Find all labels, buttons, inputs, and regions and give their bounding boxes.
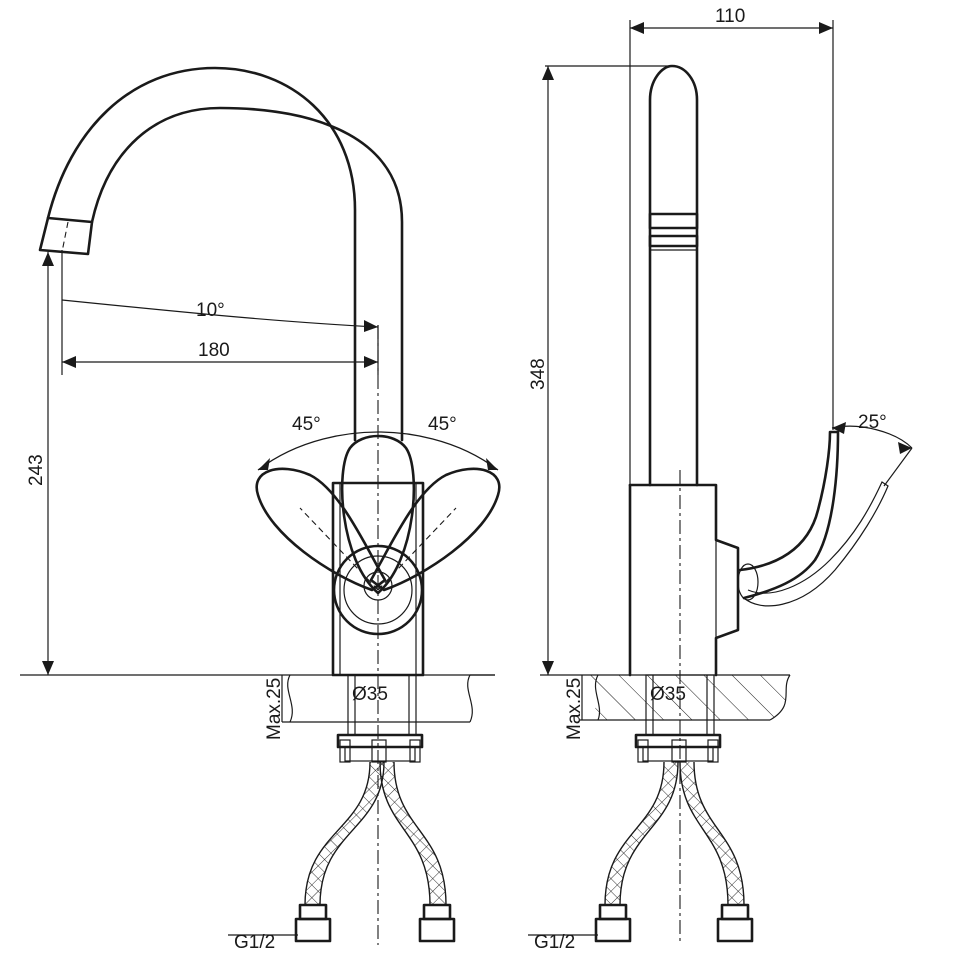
angle-lever-label: 25° bbox=[858, 412, 887, 433]
spout bbox=[38, 66, 404, 442]
handle-ghost-left bbox=[255, 467, 387, 592]
angle-right-label: 45° bbox=[428, 414, 457, 435]
height-side-label: 348 bbox=[528, 358, 549, 390]
width-label: 110 bbox=[715, 6, 745, 27]
thread-side-label: G1/2 bbox=[534, 932, 575, 953]
height-label: 243 bbox=[26, 454, 47, 486]
handle bbox=[299, 434, 457, 636]
max-thickness-side-label: Max.25 bbox=[564, 678, 585, 740]
lever-side bbox=[737, 430, 889, 607]
body-side bbox=[628, 483, 740, 677]
front-view: 45° 45° 10° 180 243 Max.25 Ø35 bbox=[20, 66, 501, 953]
thread-label: G1/2 bbox=[234, 932, 275, 953]
angle-spout-label: 10° bbox=[196, 300, 225, 321]
diameter-label: Ø35 bbox=[352, 684, 388, 705]
hose-right-1 bbox=[604, 761, 679, 906]
diameter-side-label: Ø35 bbox=[650, 684, 686, 705]
angle-left-label: 45° bbox=[292, 414, 321, 435]
handle-ghost-right bbox=[369, 467, 501, 592]
reach-label: 180 bbox=[198, 340, 230, 361]
spout-side bbox=[648, 64, 699, 487]
hose-left-1 bbox=[304, 761, 385, 906]
max-thickness-label: Max.25 bbox=[264, 678, 285, 740]
hose-left-2 bbox=[379, 761, 447, 906]
hose-right-2 bbox=[679, 761, 745, 906]
countertop-left bbox=[20, 674, 495, 723]
side-view: 110 25° 348 bbox=[528, 6, 913, 953]
